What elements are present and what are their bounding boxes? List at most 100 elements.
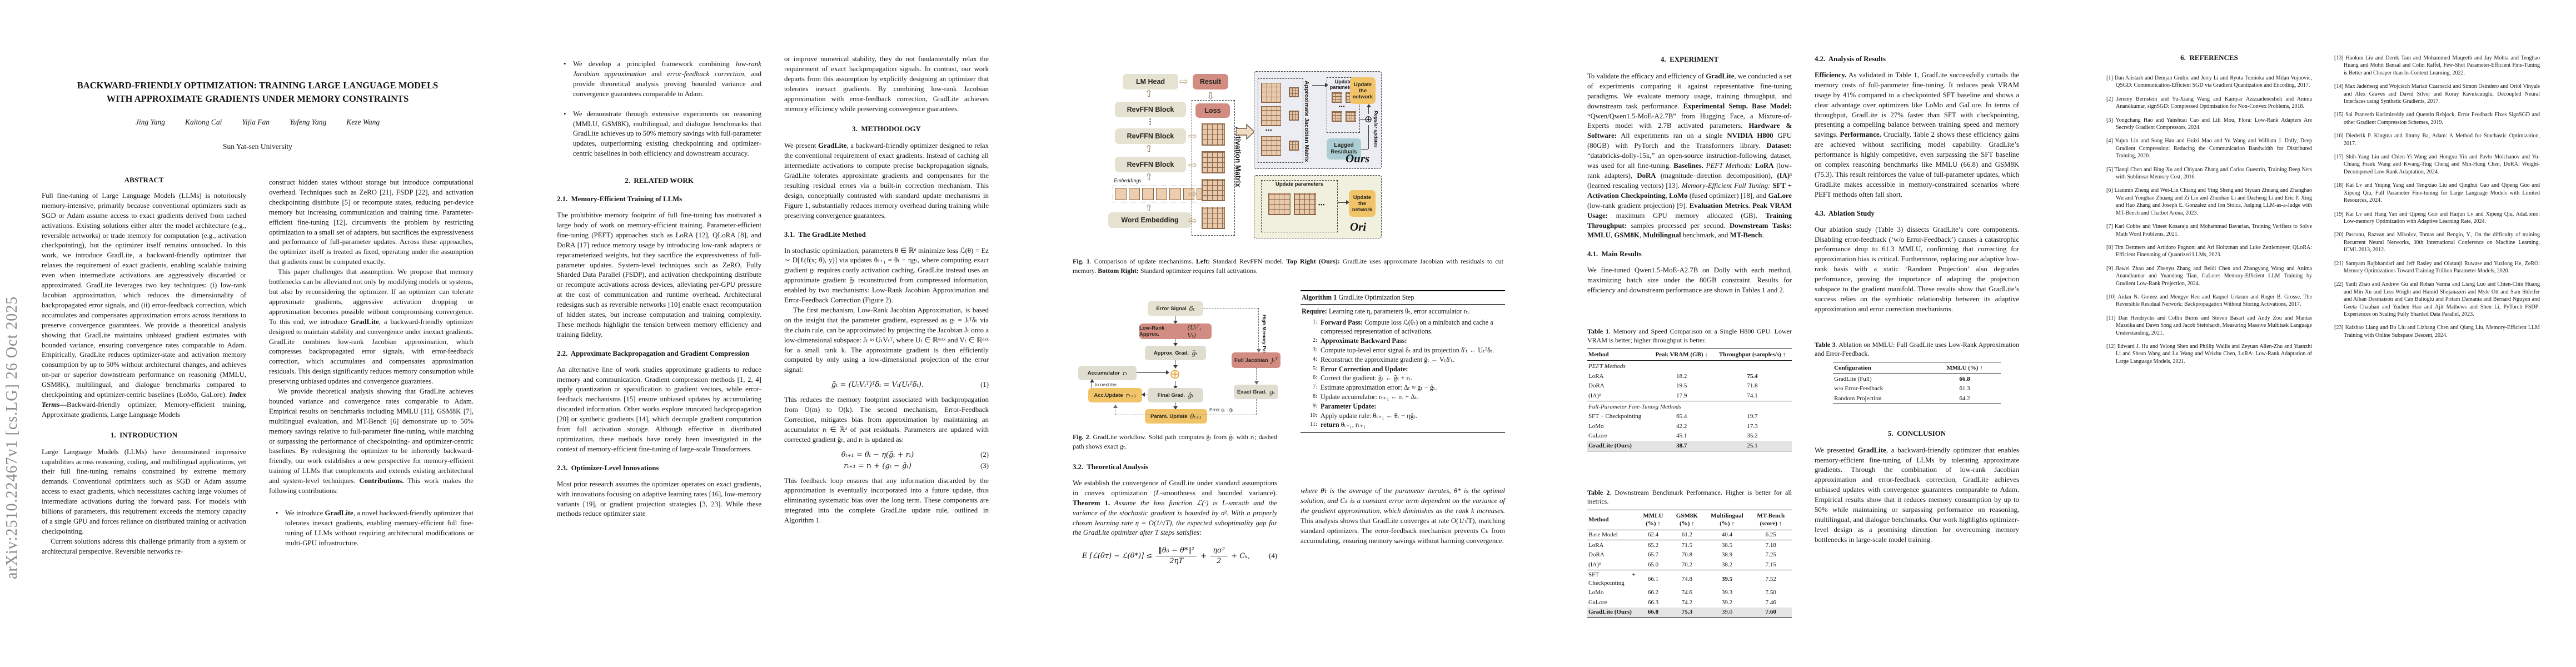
page-2: • We develop a principled framework comb… bbox=[515, 0, 1030, 667]
page1-column-right: construct hidden states without storage … bbox=[269, 178, 474, 656]
right-arrow-icon: ⇨ bbox=[1188, 215, 1197, 227]
error-term-label: Error gₜ - g̃ₜ bbox=[1209, 407, 1234, 412]
error-signal-math: δₜ bbox=[1189, 305, 1195, 312]
section-2-1-paragraph: The prohibitive memory footprint of full… bbox=[557, 211, 761, 339]
list-item: [12] Edward J. Hu and Yelong Shen and Ph… bbox=[2106, 343, 2312, 365]
equation-3-tag: (3) bbox=[980, 461, 989, 470]
activation-grid bbox=[1202, 207, 1225, 229]
final-grad-node: Final Grad.ĝₜ bbox=[1148, 388, 1203, 402]
high-memory-path-label: High Memory Path bbox=[1262, 315, 1267, 356]
list-item: [8] Tim Dettmers and Artidoro Pagnoni an… bbox=[2106, 244, 2312, 258]
up-arrow-icon: ⇧ bbox=[1145, 143, 1153, 154]
list-item: [19] Kai Lv and Hang Yan and Qipeng Guo … bbox=[2334, 211, 2540, 225]
equation-2: θₜ₊₁ = θₜ − η(g̃ₜ + rₜ) (2) bbox=[784, 450, 989, 460]
equation-4-tag: (4) bbox=[1269, 551, 1277, 560]
dots: ••• bbox=[1339, 104, 1346, 109]
intro-paragraph-4: We provide theoretical analysis showing … bbox=[269, 387, 474, 495]
list-item: Keze Wang bbox=[346, 118, 380, 126]
list-item: [7] Karl Cobbe and Vineet Kosaraju and M… bbox=[2106, 223, 2312, 237]
accumulator-label: Accumulator bbox=[1087, 370, 1120, 376]
jacobian-grid bbox=[1261, 106, 1281, 126]
equation-3-body: rₜ₊₁ = rₜ + (gₜ − g̃ₜ) bbox=[844, 461, 911, 470]
page-3: LM Head ⇧ RevFFN Block ⋮ RevFFN Block ⇧ … bbox=[1030, 0, 1546, 667]
list-item: [5] Tianqi Chen and Bing Xu and Chiyuan … bbox=[2106, 166, 2312, 181]
list-item: [4] Yujun Lin and Song Han and Huizi Mao… bbox=[2106, 138, 2312, 160]
algorithm-step: 11:return θₜ₊₁, rₜ₊₁ bbox=[1309, 421, 1366, 429]
low-rank-math: (Uₜᵀ, Vₜ) bbox=[1187, 323, 1202, 339]
result-box: Result bbox=[1193, 74, 1228, 89]
figure-1-caption: Fig. 1. Comparison of update mechanisms.… bbox=[1073, 257, 1503, 275]
ours-panel: ••• Approximate Jacobian Matrix Update p… bbox=[1254, 71, 1382, 169]
equation-2-body: θₜ₊₁ = θₜ − η(g̃ₜ + rₜ) bbox=[841, 450, 914, 459]
experiment-paragraph: To validate the efficacy and efficiency … bbox=[1587, 72, 1792, 240]
experiment-heading: 4. EXPERIMENT bbox=[1660, 55, 1719, 63]
section-3-2-heading: 3.2. Theoretical Analysis bbox=[1073, 463, 1149, 471]
ori-update-parameters-box: Update parameters ••• bbox=[1261, 180, 1338, 232]
equation-4-suffix: + Cₖ, bbox=[1231, 552, 1250, 561]
algorithm-1-require: Require: Learning rate η, parameters θₜ,… bbox=[1302, 307, 1470, 315]
embedding-cell bbox=[1169, 188, 1181, 200]
activation-grid bbox=[1202, 151, 1225, 173]
algorithm-step: 1:Forward Pass: Compute loss ℒ(θₜ) on a … bbox=[1312, 318, 1493, 336]
list-item: [3] Yongchang Hao and Yanshuai Cao and L… bbox=[2106, 117, 2312, 131]
param-update-math: θₜ₊₁ bbox=[1190, 412, 1202, 420]
abstract-heading: ABSTRACT bbox=[124, 176, 164, 184]
contribution-bullet-2-text: We develop a principled framework combin… bbox=[573, 60, 761, 98]
intro-paragraph-2-cont: construct hidden states without storage … bbox=[269, 178, 474, 266]
word-embedding-box: Word Embedding bbox=[1108, 212, 1192, 228]
page3-column-left-text: 3.2. Theoretical Analysis We establish t… bbox=[1073, 462, 1277, 640]
exact-grad-math: gₜ bbox=[1269, 388, 1275, 396]
equation-1-tag: (1) bbox=[980, 381, 989, 389]
section-4-2-paragraph: Efficiency. As validated in Table 1, Gra… bbox=[1815, 71, 2019, 198]
intro-paragraph-2: Current solutions address this challenge… bbox=[42, 537, 246, 555]
list-item: [22] Yanli Zhao and Andrew Gu and Rohan … bbox=[2334, 281, 2540, 317]
contribution-bullet-3: • We demonstrate through extensive exper… bbox=[564, 109, 761, 160]
intro-paragraph-3: This paper challenges that assumption. W… bbox=[269, 268, 474, 386]
final-grad-label: Final Grad. bbox=[1157, 392, 1185, 399]
page2-column-left: • We develop a principled framework comb… bbox=[557, 54, 761, 616]
references-column-right: [13] Haokun Liu and Derek Tam and Mohamm… bbox=[2334, 54, 2540, 647]
contribution-bullet-3-text: We demonstrate through extensive experim… bbox=[573, 109, 762, 158]
section-2-2-heading: 2.2. Approximate Backpropagation and Gra… bbox=[557, 349, 750, 357]
approx-grad-node: Approx. Grad.g̃ₜ bbox=[1145, 346, 1206, 360]
jacobian-small-grid bbox=[1289, 87, 1299, 97]
intro-paragraph-1: Large Language Models (LLMs) have demons… bbox=[42, 447, 246, 535]
right-arrow-icon: ⇨ bbox=[1188, 131, 1197, 142]
list-item: [16] Diederik P. Kingma and Jimmy Ba, Ad… bbox=[2334, 133, 2540, 147]
section-3-1-paragraph-1: In stochastic optimization, parameters θ… bbox=[784, 246, 989, 305]
algorithm-1-steps: 1:Forward Pass: Compute loss ℒ(θₜ) on a … bbox=[1301, 317, 1505, 433]
equation-4-fraction-2: ησ² 2 bbox=[1210, 546, 1228, 566]
accumulator-math: rₜ bbox=[1122, 369, 1128, 377]
conclusion-heading: 5. CONCLUSION bbox=[1887, 429, 1946, 437]
exact-grad-node: Exact Grad.gₜ bbox=[1234, 385, 1278, 399]
update-parameters-label: Update parameters bbox=[1275, 181, 1324, 187]
activation-matrix-box bbox=[1192, 100, 1235, 236]
algorithm-step: 7:Estimate approximation error: Δₜ ≈ gₜ … bbox=[1312, 384, 1437, 392]
ours-update-parameters-box: Update parameters ••• bbox=[1327, 77, 1360, 133]
algorithm-1-title: Algorithm 1 GradLite Optimization Step bbox=[1301, 291, 1505, 305]
page3-column-right: Algorithm 1 GradLite Optimization Step R… bbox=[1301, 290, 1505, 635]
list-item: [10] Aidan N. Gomez and Mengye Ren and R… bbox=[2106, 293, 2312, 308]
section-4-3-heading: 4.3. Ablation Study bbox=[1815, 209, 1875, 217]
references-column-left: [1] Dan Alistarh and Demjan Grubic and J… bbox=[2106, 74, 2312, 647]
table-row: PEFT Methods bbox=[1588, 363, 1626, 370]
jacobian-grids-box bbox=[1258, 78, 1303, 163]
right-arrow-icon: ⇨ bbox=[1188, 188, 1197, 200]
param-grid bbox=[1332, 92, 1342, 103]
equation-4-denominator-2: 2 bbox=[1217, 557, 1222, 566]
section-3-1-paragraph-3: This reduces the memory footprint associ… bbox=[784, 396, 989, 444]
